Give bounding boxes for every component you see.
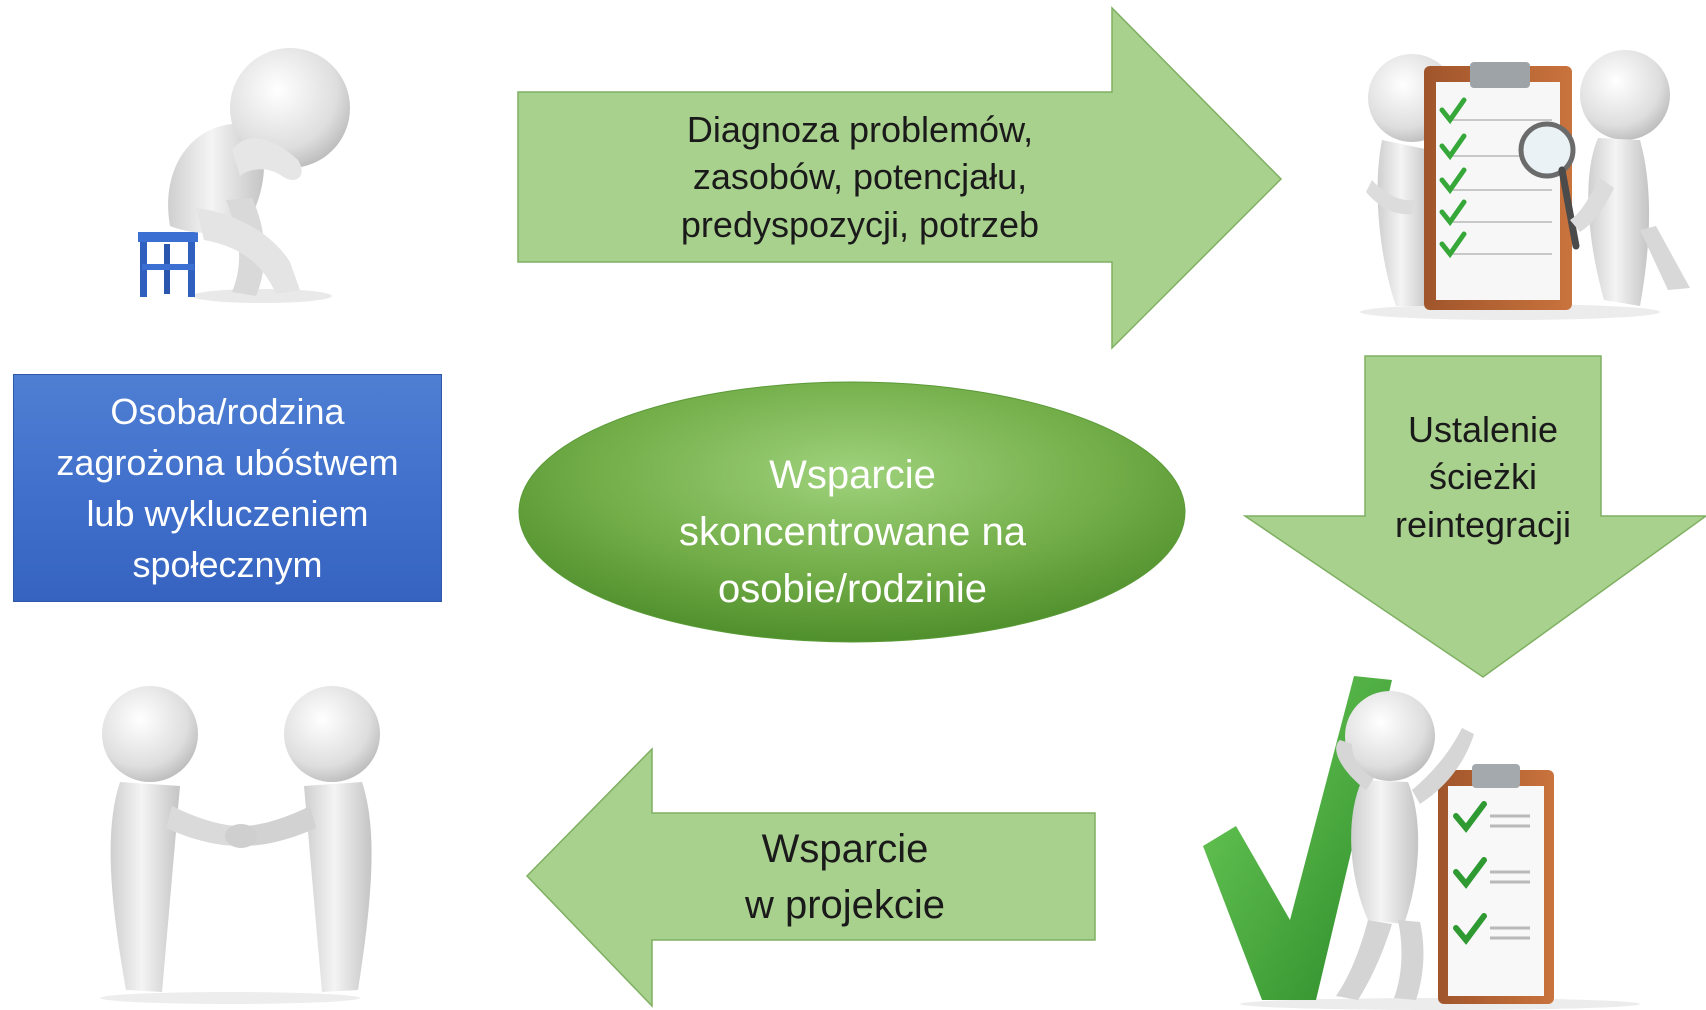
support-arrow: [525, 747, 1096, 1008]
diagnosis-line-2: zasobów, potencjału,: [692, 156, 1028, 198]
support-line-1: Wsparcie: [761, 826, 929, 871]
path-line-3: reintegracji: [1394, 503, 1572, 545]
handshake-icon: [100, 686, 380, 1004]
checklist-success-icon: [1203, 676, 1640, 1010]
center-line-2: skoncentrowane na: [679, 510, 1026, 555]
person-box-line-3: lub wykluczeniem: [86, 493, 369, 534]
path-arrow-label: Ustalenie ścieżki reintegracji: [1365, 395, 1601, 559]
center-line-3: osobie/rodzinie: [717, 566, 988, 611]
path-line-2: ścieżki: [1428, 456, 1538, 498]
diagnosis-line-1: Diagnoza problemów,: [686, 108, 1034, 150]
person-box-line-1: Osoba/rodzina: [110, 390, 345, 432]
center-ellipse: [518, 381, 1186, 643]
person-at-risk-box: Osoba/rodzina zagrożona ubóstwem lub wyk…: [13, 374, 442, 602]
sad-person-icon: [138, 48, 350, 303]
diagnosis-arrow: [517, 6, 1283, 350]
diagnosis-line-3: predyspozycji, potrzeb: [680, 203, 1040, 245]
path-arrow: [1242, 355, 1706, 678]
support-line-2: w projekcie: [744, 882, 946, 927]
center-ellipse-label: Wsparcie skoncentrowane na osobie/rodzin…: [520, 420, 1185, 645]
path-line-1: Ustalenie: [1407, 408, 1559, 450]
center-line-1: Wsparcie: [769, 453, 936, 498]
clipboard-inspection-icon: [1360, 50, 1690, 320]
support-arrow-label: Wsparcie w projekcie: [680, 813, 1010, 940]
person-box-line-4: społecznym: [132, 544, 323, 586]
person-box-line-2: zagrożona ubóstwem: [56, 441, 399, 483]
diagnosis-arrow-label: Diagnoza problemów, zasobów, potencjału,…: [600, 92, 1120, 262]
